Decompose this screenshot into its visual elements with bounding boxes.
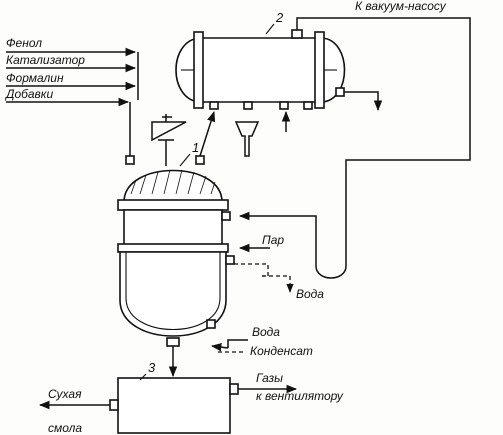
number-reactor: 1 <box>192 140 199 155</box>
condenser <box>175 29 346 110</box>
label-additives: Добавки <box>4 87 53 101</box>
label-catalyst: Катализатор <box>6 53 85 67</box>
label-water-in: Вода <box>252 325 280 339</box>
vacuum-line <box>238 17 471 279</box>
stirrer-drive <box>151 114 187 166</box>
label-steam: Пар <box>262 233 284 247</box>
number-condenser: 2 <box>275 10 284 25</box>
label-resin: смола <box>48 421 82 435</box>
label-vacuum-pump: К вакуум-насосу <box>355 0 447 13</box>
feed-lines <box>6 47 139 156</box>
label-condensate: Конденсат <box>250 344 313 358</box>
dryer <box>109 377 239 434</box>
label-dry: Сухая <box>48 387 82 401</box>
condensate-return <box>344 91 383 112</box>
funnel <box>234 121 260 157</box>
water-out-line <box>234 263 269 277</box>
vapour-line <box>199 110 216 157</box>
label-to-fan: к вентилятору <box>256 389 344 403</box>
number-dryer: 3 <box>148 360 156 375</box>
label-water-out: Вода <box>296 287 324 301</box>
reactor <box>117 155 235 347</box>
label-gases: Газы <box>256 371 283 385</box>
label-phenol: Фенол <box>6 36 42 50</box>
water-in-line <box>227 339 248 348</box>
label-formalin: Формалин <box>6 71 64 85</box>
